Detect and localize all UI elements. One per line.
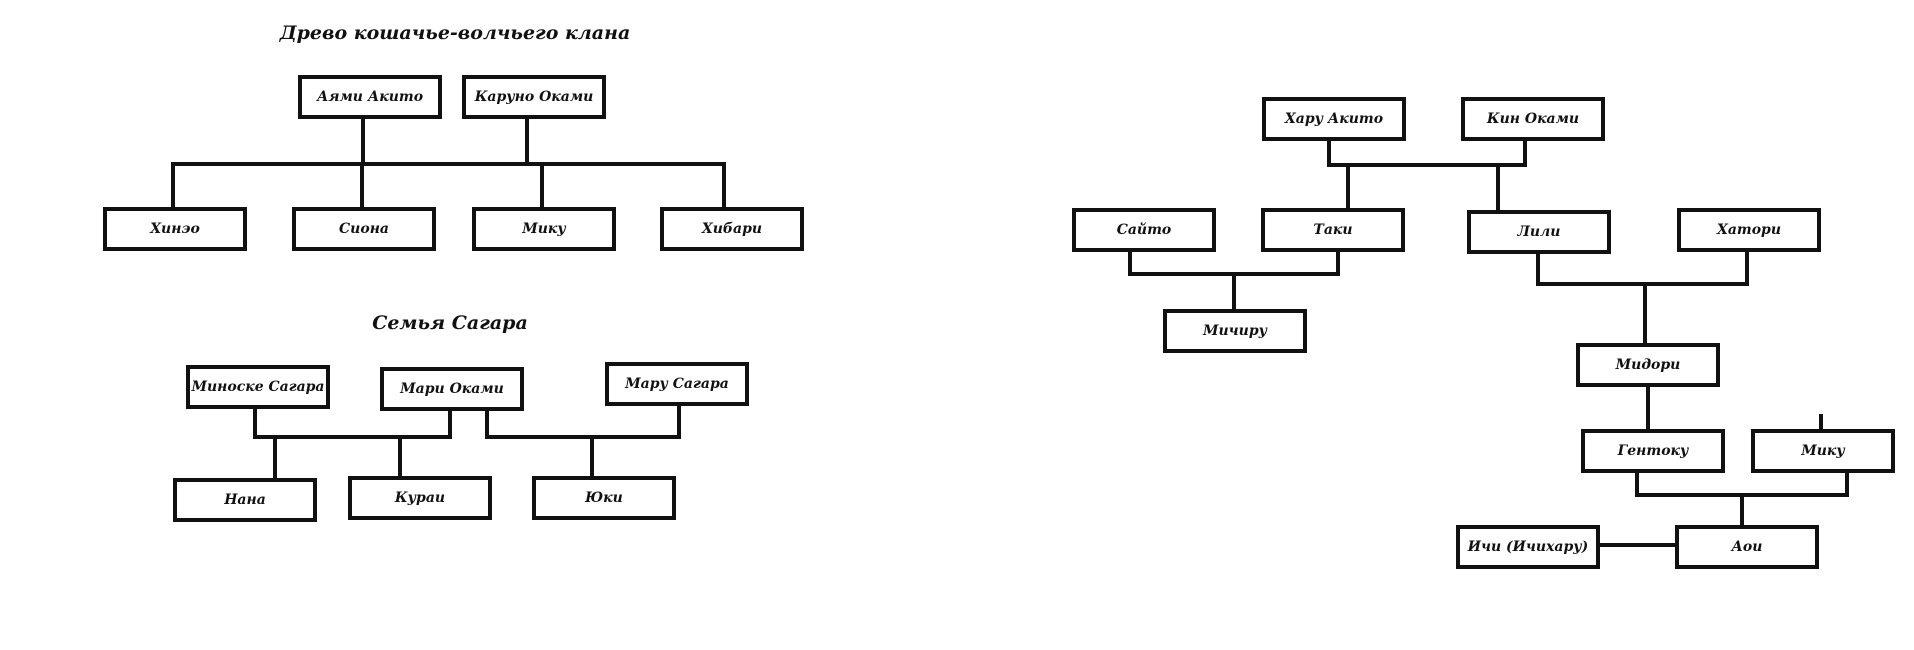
person-lili: Лили	[1467, 210, 1611, 254]
connector-line	[253, 407, 452, 439]
person-saito: Сайто	[1072, 208, 1216, 252]
person-siona: Сиона	[292, 207, 436, 251]
person-kin-ookami: Кин Оками	[1461, 97, 1605, 141]
person-maru-sagara: Мару Сагара	[605, 362, 749, 406]
clan-tree-title: Древо кошачье-волчьего клана	[279, 22, 631, 44]
person-hatori: Хатори	[1677, 208, 1821, 252]
person-miku-right: Мику	[1751, 429, 1895, 473]
person-aoi: Аои	[1675, 525, 1819, 569]
connector-line	[1635, 471, 1849, 497]
person-nana: Нана	[173, 478, 317, 522]
person-taki: Таки	[1261, 208, 1405, 252]
person-yuki: Юки	[532, 476, 676, 520]
sagara-family-title: Семья Сагара	[372, 312, 528, 334]
person-hibari: Хибари	[660, 207, 804, 251]
person-ayami-akito: Аями Акито	[298, 75, 442, 119]
person-ichi: Ичи (Ичихару)	[1456, 525, 1600, 569]
connector-line	[1128, 250, 1340, 276]
connector-line	[485, 404, 681, 439]
person-kurai: Кураи	[348, 476, 492, 520]
person-gentoku: Гентоку	[1581, 429, 1725, 473]
person-midori: Мидори	[1576, 343, 1720, 387]
connector-line	[1327, 139, 1527, 167]
person-miku-clan: Мику	[472, 207, 616, 251]
person-caruno-ookami: Каруно Оками	[462, 75, 606, 119]
connector-line	[1536, 250, 1749, 286]
person-hinae: Хинэо	[103, 207, 247, 251]
person-michiru: Мичиру	[1163, 309, 1307, 353]
person-minoske-sagara: Миноске Сагара	[186, 365, 330, 409]
person-mari-ookami: Мари Оками	[380, 367, 524, 411]
person-haru-akito: Хару Акито	[1262, 97, 1406, 141]
